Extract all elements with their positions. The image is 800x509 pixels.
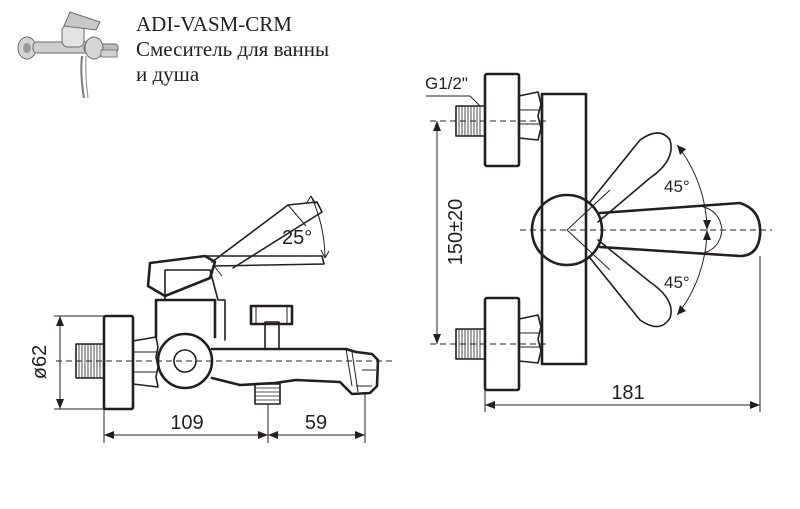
thread-label: G1/2" [425,74,468,93]
product-name-line-1: Смеситель для ванны [136,37,330,61]
diameter-label: ø62 [29,345,51,379]
model-code: ADI-VASM-CRM [136,12,292,36]
center-distance-label: 150±20 [445,199,467,266]
side-angle-label: 25° [282,227,312,249]
width-label: 109 [170,412,203,434]
product-name-line-2: и душа [136,62,200,86]
title-block: ADI-VASM-CRM Смеситель для ванны и душа [136,12,329,87]
upper-angle-label: 45° [664,177,690,196]
depth-label: 181 [611,382,644,404]
product-thumbnail [17,11,119,99]
front-view [426,72,772,412]
lower-angle-label: 45° [664,273,690,292]
side-view [54,195,392,443]
spout-extra-label: 59 [305,412,327,434]
